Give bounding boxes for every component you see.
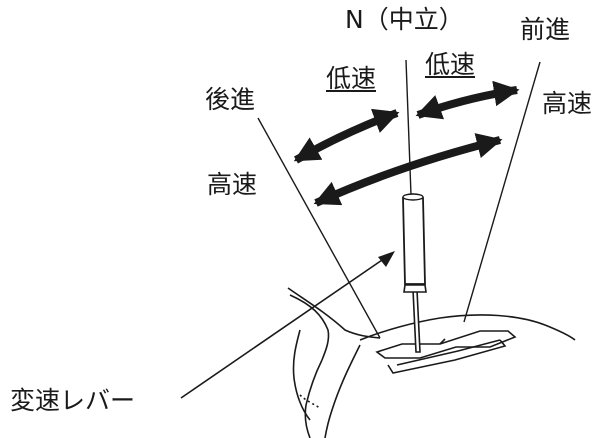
shift-lever [402, 193, 427, 353]
forward-speed-arrow [415, 80, 520, 120]
shift-lever-leader [180, 251, 395, 399]
high-speed-reverse-label: 高速 [207, 170, 258, 199]
full-range-arrow [313, 133, 503, 207]
low-speed-forward-label: 低速 [425, 50, 476, 79]
speed-arrows [293, 80, 520, 207]
low-speed-reverse-label: 低速 [326, 64, 377, 93]
shift-lever-label: 変速レバー [10, 386, 136, 415]
machine-body [287, 287, 576, 438]
high-speed-forward-label: 高速 [542, 89, 593, 118]
reverse-line [257, 117, 381, 339]
neutral-label: N（中立） [345, 5, 464, 34]
reverse-speed-arrow [293, 108, 400, 164]
lever-guide-slot [375, 330, 517, 374]
reverse-label: 後進 [205, 85, 256, 114]
forward-label: 前進 [520, 15, 571, 44]
